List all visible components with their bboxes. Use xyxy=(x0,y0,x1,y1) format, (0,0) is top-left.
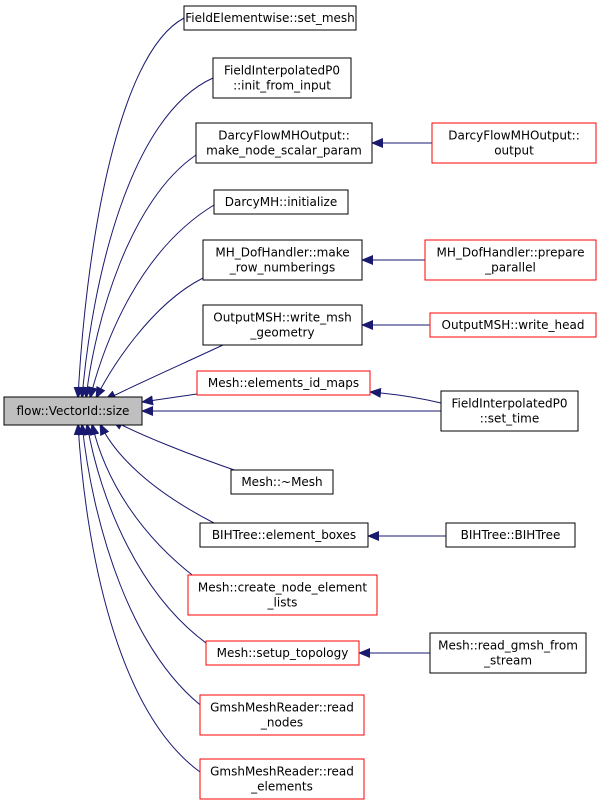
node-box xyxy=(212,57,352,99)
node-box xyxy=(213,189,349,215)
node-label: DarcyFlowMHOutput:: xyxy=(218,129,350,143)
node-label: DarcyMH::initialize xyxy=(225,195,337,209)
node-omsh-geo[interactable]: OutputMSH::write_msh_geometry xyxy=(202,304,363,346)
node-label: Mesh::read_gmsh_from xyxy=(438,639,578,653)
node-label: FieldInterpolatedP0 xyxy=(224,64,340,78)
edge-mhd_make-root xyxy=(95,277,204,399)
node-box xyxy=(429,632,587,674)
node-label: Mesh::~Mesh xyxy=(241,475,322,489)
node-dfo-out[interactable]: DarcyFlowMHOutput::output xyxy=(431,122,597,164)
edge-gmr_elems-root xyxy=(73,423,210,779)
node-label: make_node_scalar_param xyxy=(206,144,362,158)
node-mhd-make[interactable]: MH_DofHandler::make_row_numberings xyxy=(202,239,363,281)
node-box xyxy=(187,574,378,616)
edges xyxy=(73,17,446,779)
node-label: Mesh::elements_id_maps xyxy=(208,376,359,390)
node-label: GmshMeshReader::read xyxy=(210,765,354,779)
edge-mesh_eid-root xyxy=(141,393,198,406)
node-box xyxy=(205,640,360,666)
node-label: _row_numberings xyxy=(229,261,335,275)
node-label: FieldInterpolatedP0 xyxy=(451,397,567,411)
node-dmh-init[interactable]: DarcyMH::initialize xyxy=(213,189,349,215)
node-box xyxy=(431,122,597,164)
node-root[interactable]: flow::VectorId::size xyxy=(3,396,143,426)
node-box xyxy=(202,304,363,346)
node-label: Mesh::create_node_element xyxy=(198,581,367,595)
node-label: GmshMeshReader::read xyxy=(210,701,354,715)
node-box xyxy=(196,370,371,396)
node-box xyxy=(202,239,363,281)
node-box xyxy=(429,312,597,338)
node-label: DarcyFlowMHOutput:: xyxy=(448,129,580,143)
node-mesh-rgfs[interactable]: Mesh::read_gmsh_from_stream xyxy=(429,632,587,674)
node-dfo-make[interactable]: DarcyFlowMHOutput::make_node_scalar_para… xyxy=(195,122,373,164)
node-box xyxy=(183,5,357,31)
edge-omsh_geo-root xyxy=(104,344,224,401)
edge-dfo_make-root xyxy=(82,154,197,399)
node-box xyxy=(424,239,597,281)
node-bih-tree[interactable]: BIHTree::BIHTree xyxy=(445,522,576,548)
node-mhd-prep[interactable]: MH_DofHandler::prepare_parallel xyxy=(424,239,597,281)
node-bih-box[interactable]: BIHTree::element_boxes xyxy=(199,522,369,548)
edge-mesh_cnel-root xyxy=(89,423,197,579)
node-label: _nodes xyxy=(260,716,303,730)
node-label: flow::VectorId::size xyxy=(17,404,130,418)
node-label: _stream xyxy=(483,654,532,668)
node-box xyxy=(440,390,579,432)
node-gmr-nodes[interactable]: GmshMeshReader::read_nodes xyxy=(199,694,365,736)
edge-bih_box-root xyxy=(99,423,215,524)
node-label: ::set_time xyxy=(480,412,540,426)
node-label: OutputMSH::write_msh xyxy=(213,311,351,325)
node-label: _elements xyxy=(250,780,313,794)
node-label: OutputMSH::write_head xyxy=(442,318,585,332)
edge-gmr_nodes-root xyxy=(78,423,215,716)
edge-mesh_dtor-root xyxy=(111,419,244,474)
node-mesh-cnel[interactable]: Mesh::create_node_element_lists xyxy=(187,574,378,616)
edge-dmh_init-root xyxy=(87,204,215,399)
node-fe-set[interactable]: FieldElementwise::set_mesh xyxy=(183,5,357,31)
node-label: FieldElementwise::set_mesh xyxy=(185,11,355,25)
node-box xyxy=(199,758,365,800)
node-mesh-topo[interactable]: Mesh::setup_topology xyxy=(205,640,360,666)
node-fip-init[interactable]: FieldInterpolatedP0::init_from_input xyxy=(212,57,352,99)
node-label: _lists xyxy=(267,596,298,610)
nodes: flow::VectorId::size FieldElementwise::se… xyxy=(3,5,597,800)
node-box xyxy=(199,694,365,736)
node-label: ::init_from_input xyxy=(233,79,331,93)
node-label: MH_DofHandler::prepare xyxy=(436,246,584,260)
node-box xyxy=(445,522,576,548)
node-box xyxy=(199,522,369,548)
edge-mesh_topo-root xyxy=(83,423,217,651)
node-mesh-eid[interactable]: Mesh::elements_id_maps xyxy=(196,370,371,396)
node-label: Mesh::setup_topology xyxy=(217,646,349,660)
node-label: _geometry xyxy=(249,326,314,340)
edge-fe_set-root xyxy=(73,17,185,399)
node-label: output xyxy=(494,144,534,158)
edge-fip_init-root xyxy=(77,77,214,399)
node-label: BIHTree::BIHTree xyxy=(461,528,561,542)
node-box xyxy=(3,396,143,426)
node-gmr-elems[interactable]: GmshMeshReader::read_elements xyxy=(199,758,365,800)
node-mesh-dtor[interactable]: Mesh::~Mesh xyxy=(230,469,334,495)
node-label: MH_DofHandler::make xyxy=(215,246,349,260)
node-omsh-head[interactable]: OutputMSH::write_head xyxy=(429,312,597,338)
node-box xyxy=(195,122,373,164)
node-label: BIHTree::element_boxes xyxy=(212,528,356,542)
node-box xyxy=(230,469,334,495)
node-label: _parallel xyxy=(484,261,536,275)
edge-fip_time-mesh_eid xyxy=(369,387,442,404)
node-fip-time[interactable]: FieldInterpolatedP0::set_time xyxy=(440,390,579,432)
